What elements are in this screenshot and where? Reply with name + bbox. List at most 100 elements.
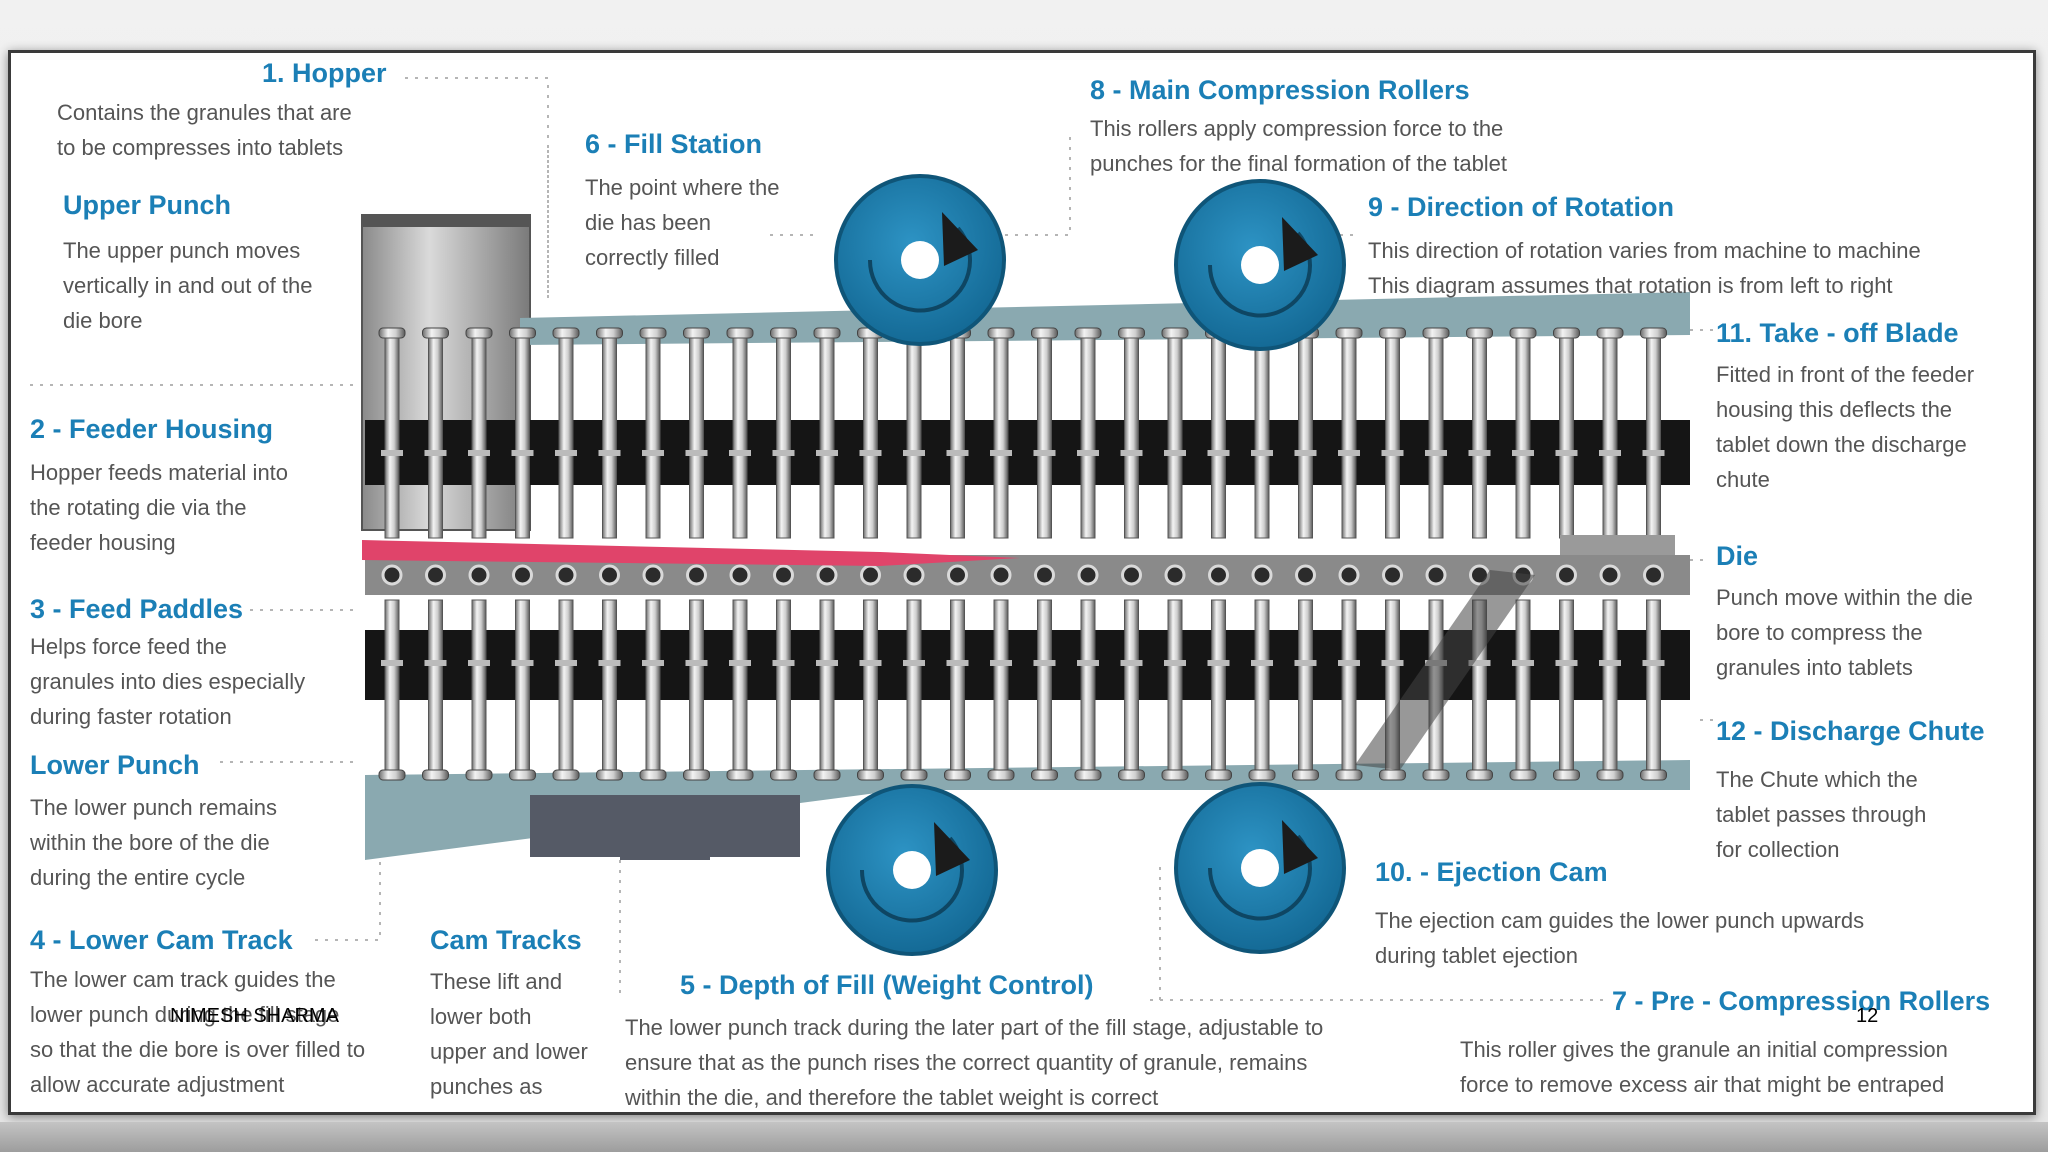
lower-punch xyxy=(726,599,754,781)
lower-punch xyxy=(1335,599,1363,781)
fill-station-desc: The point where the die has been correct… xyxy=(585,175,780,270)
die xyxy=(1164,564,1186,586)
depth-fill-desc: The lower punch track during the later p… xyxy=(625,1015,1324,1110)
upper-punch xyxy=(1596,327,1624,539)
die xyxy=(599,564,620,586)
lower-punch xyxy=(900,599,928,781)
lower-punch xyxy=(987,599,1015,781)
upper-punch xyxy=(770,327,797,539)
die xyxy=(1382,564,1403,586)
main-rollers-desc: This rollers apply compression force to … xyxy=(1090,116,1508,176)
upper-punch xyxy=(639,327,667,539)
die xyxy=(1121,564,1142,586)
precomp-title: 7 - Pre - Compression Rollers xyxy=(1612,986,1991,1016)
lower-punch xyxy=(552,599,580,781)
upper-punch xyxy=(1422,327,1450,539)
die xyxy=(686,564,707,586)
chute-desc: The Chute which the tablet passes throug… xyxy=(1716,767,1927,862)
paddles-title: 3 - Feed Paddles xyxy=(30,594,244,624)
upper-punch-desc: The upper punch moves vertically in and … xyxy=(63,238,313,333)
lower-punch xyxy=(857,599,884,781)
die xyxy=(1208,564,1229,586)
die xyxy=(1034,564,1055,586)
lower-punch xyxy=(1074,599,1102,781)
footer-author: NIMESH SHARMA xyxy=(170,1005,339,1027)
hopper-title: 1. Hopper xyxy=(262,58,387,88)
die xyxy=(1425,564,1447,586)
rotation-desc: This direction of rotation varies from m… xyxy=(1368,238,1921,298)
upper-punch xyxy=(509,327,536,539)
feeder-title: 2 - Feeder Housing xyxy=(30,414,274,444)
paddles-desc: Helps force feed the granules into dies … xyxy=(30,634,306,729)
lower-punch xyxy=(1118,599,1145,781)
footer-page-number: 12 xyxy=(1856,1005,1879,1027)
rotation-arrow-icon xyxy=(1282,820,1318,874)
lower-punch xyxy=(1248,599,1276,781)
pre-compression-roller-lower-2 xyxy=(1174,782,1346,954)
takeoff-title: 11. Take - off Blade xyxy=(1716,318,1959,348)
upper-punch xyxy=(1074,327,1102,539)
die xyxy=(1643,564,1664,586)
upper-punch xyxy=(465,327,493,539)
rotation-arrow-icon xyxy=(1282,217,1318,271)
feeder-desc: Hopper feeds material into the rotating … xyxy=(30,460,289,555)
upper-punch xyxy=(1379,327,1406,539)
lower-punch xyxy=(1640,599,1667,781)
upper-punch xyxy=(1466,327,1493,539)
hopper-desc: Contains the granules that are to be com… xyxy=(57,100,352,160)
lower-punch xyxy=(639,599,667,781)
lower-punch xyxy=(1205,599,1232,781)
upper-punch xyxy=(552,327,580,539)
lower-punch xyxy=(770,599,797,781)
die xyxy=(381,564,403,586)
die-row xyxy=(381,564,1664,586)
die xyxy=(555,564,577,586)
main-rollers-title: 8 - Main Compression Rollers xyxy=(1090,75,1470,105)
lower-punch xyxy=(1553,599,1580,781)
fill-station-title: 6 - Fill Station xyxy=(585,129,763,159)
die xyxy=(512,564,533,586)
die xyxy=(990,564,1012,586)
die xyxy=(1338,564,1360,586)
upper-punch-title: Upper Punch xyxy=(63,190,232,220)
upper-punch xyxy=(683,327,710,539)
upper-punch xyxy=(1335,327,1363,539)
pre-compression-roller-lower-1 xyxy=(826,784,998,956)
upper-punch xyxy=(422,327,449,539)
lower-punch xyxy=(1596,599,1624,781)
upper-punch xyxy=(1031,327,1058,539)
upper-punch xyxy=(726,327,754,539)
die xyxy=(468,564,490,586)
rollers xyxy=(826,174,1346,956)
die xyxy=(1556,564,1577,586)
ejection-desc: The ejection cam guides the lower punch … xyxy=(1375,908,1865,968)
die xyxy=(425,564,446,586)
cam-tracks-title: Cam Tracks xyxy=(430,925,582,955)
lower-punch-title: Lower Punch xyxy=(30,750,200,780)
die-title: Die xyxy=(1716,541,1759,571)
upper-punch xyxy=(1640,327,1667,539)
takeoff-blade xyxy=(1560,535,1675,555)
rotation-title: 9 - Direction of Rotation xyxy=(1368,192,1674,222)
lower-punch xyxy=(465,599,493,781)
lower-punch xyxy=(422,599,449,781)
leader-lines xyxy=(30,77,1720,1001)
ejection-title: 10. - Ejection Cam xyxy=(1375,857,1608,887)
rotation-arrow-icon xyxy=(934,822,970,876)
upper-punch xyxy=(813,327,841,539)
lower-punch xyxy=(1031,599,1058,781)
lower-cam-desc: The lower cam track guides the lower pun… xyxy=(30,967,366,1097)
upper-punch xyxy=(1118,327,1145,539)
die xyxy=(947,564,968,586)
cam-tracks-desc: These lift and lower both upper and lowe… xyxy=(430,969,588,1099)
upper-punch xyxy=(378,327,406,539)
die xyxy=(1599,564,1621,586)
die xyxy=(903,564,925,586)
depth-fill-title: 5 - Depth of Fill (Weight Control) xyxy=(680,970,1094,1000)
bottom-band xyxy=(0,1122,2048,1152)
upper-punch xyxy=(596,327,623,539)
upper-punch xyxy=(1509,327,1537,539)
die xyxy=(860,564,881,586)
lower-punch xyxy=(944,599,971,781)
